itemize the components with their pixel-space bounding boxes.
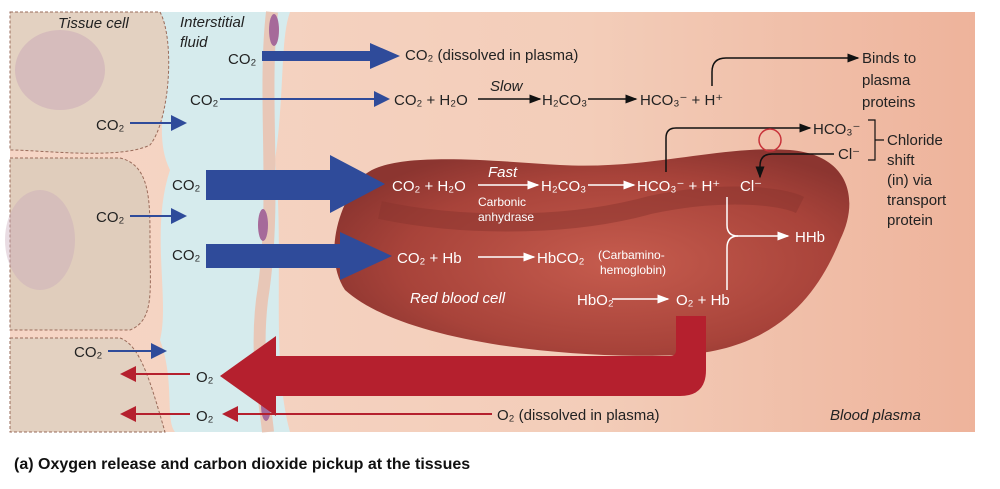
co2-label: CO₂	[190, 92, 219, 109]
hhb-connector	[726, 235, 739, 290]
o2-hb: O₂ + Hb	[676, 292, 730, 309]
rbc-chloride: Cl⁻	[740, 178, 762, 195]
o2-release-arrow	[220, 316, 706, 416]
chloride-shift-label: (in) via	[887, 172, 933, 189]
co2-label: CO₂	[74, 344, 103, 361]
o2-label: O₂	[196, 369, 214, 386]
enzyme-label: Carbonic	[478, 195, 526, 209]
transport-protein-icon	[758, 128, 782, 152]
o2-label: O₂	[196, 408, 214, 425]
co2-arrow-dissolved	[262, 43, 400, 69]
carbamino-label: (Carbamino-	[598, 248, 665, 262]
binds-arrow	[711, 53, 860, 86]
co2-arrow-big	[206, 232, 392, 280]
hbco2: HbCO₂	[537, 250, 585, 267]
bicarbonate-out: HCO₃⁻	[813, 121, 860, 138]
tissue-cell-middle	[9, 157, 151, 331]
carbamino-label: hemoglobin)	[600, 263, 666, 277]
chloride-shift-label: shift	[887, 152, 915, 169]
carbonic-acid: H₂CO₃	[542, 92, 587, 109]
figure-caption: (a) Oxygen release and carbon dioxide pi…	[14, 456, 470, 473]
chloride-in-arrow	[755, 153, 834, 179]
hbo2: HbO₂	[577, 292, 614, 309]
co2-dissolved-label: CO₂ (dissolved in plasma)	[405, 47, 578, 64]
interstitial-label: Interstitial	[180, 14, 245, 31]
chloride-label: Cl⁻	[838, 146, 860, 163]
chloride-shift-label: transport	[887, 192, 947, 209]
co2-label: CO₂	[96, 117, 125, 134]
nucleus	[5, 190, 75, 290]
o2-dissolved-label: O₂ (dissolved in plasma)	[497, 407, 660, 424]
hhb-label: HHb	[795, 229, 825, 246]
red-blood-cell-label: Red blood cell	[410, 290, 506, 307]
slow-label: Slow	[490, 78, 524, 95]
bicarbonate-out-arrow	[665, 123, 812, 172]
interstitial-label-2: fluid	[180, 34, 208, 51]
fast-label: Fast	[488, 164, 518, 181]
plasma-products: HCO₃⁻ + H⁺	[640, 92, 723, 109]
chloride-shift-label: Chloride	[887, 132, 943, 149]
rbc-concavity	[378, 186, 805, 232]
co2-label: CO₂	[172, 177, 201, 194]
co2-label: CO₂	[228, 51, 257, 68]
co2-label: CO₂	[96, 209, 125, 226]
enzyme-label: anhydrase	[478, 210, 534, 224]
tissue-cell-label: Tissue cell	[58, 15, 129, 32]
chloride-shift-label: protein	[887, 212, 933, 229]
endothelial-nucleus	[269, 14, 279, 46]
blood-plasma-label: Blood plasma	[830, 407, 921, 424]
rbc-products: HCO₃⁻ + H⁺	[637, 178, 720, 195]
binds-label: Binds to	[862, 50, 916, 67]
co2-hb: CO₂ + Hb	[397, 250, 462, 267]
co2-label: CO₂	[172, 247, 201, 264]
rbc-reactant: CO₂ + H₂O	[392, 178, 466, 195]
nucleus	[15, 30, 105, 110]
rbc-carbonic-acid: H₂CO₃	[541, 178, 586, 195]
bracket	[868, 119, 884, 161]
binds-label: proteins	[862, 94, 915, 111]
co2-arrow-big	[206, 155, 385, 213]
endothelial-nucleus	[258, 209, 268, 241]
binds-label: plasma	[862, 72, 911, 89]
plasma-reactant: CO₂ + H₂O	[394, 92, 468, 109]
